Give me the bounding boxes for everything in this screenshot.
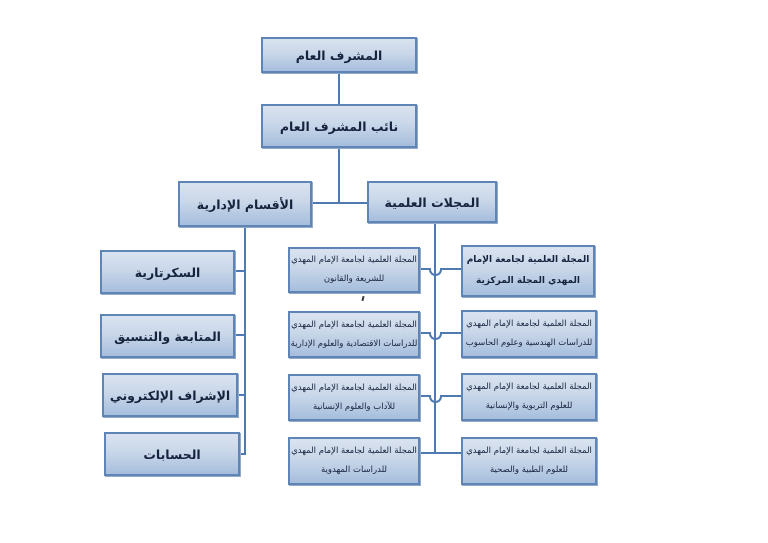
- node-label: نائب المشرف العام: [279, 118, 399, 134]
- node-label-line2: للآداب والعلوم الإنسانية: [312, 401, 396, 412]
- node-label-line2: للدراسات الاقتصادية والعلوم الإدارية: [290, 338, 418, 349]
- node-admin-sections: الأقسام الإدارية: [178, 181, 312, 227]
- node-label-line2: للعلوم التربوية والإنسانية: [485, 401, 573, 411]
- stray-tick: [361, 295, 365, 302]
- node-label-line1: المجلة العلمية لجامعة الإمام المهدي: [466, 382, 592, 392]
- node-label: المشرف العام: [295, 47, 383, 63]
- connector-journal-row1-left: [420, 268, 430, 270]
- node-label-line2: للدراسات المهدوية: [320, 465, 388, 475]
- node-label-line1: المجلة العلمية لجامعة الإمام المهدي: [291, 255, 417, 265]
- node-label: الحسابات: [143, 446, 201, 462]
- node-journal-education-humanities: المجلة العلمية لجامعة الإمام المهدي للعل…: [461, 373, 597, 421]
- connector-admin-trunk: [244, 227, 246, 455]
- connector-journal-row2-left: [420, 332, 430, 334]
- connector-deputy-branch: [338, 148, 340, 204]
- node-journal-economics-admin: المجلة العلمية لجامعة الإمام المهدي للدر…: [288, 311, 420, 358]
- node-journal-mahdist-studies: المجلة العلمية لجامعة الإمام المهدي للدر…: [288, 437, 420, 485]
- node-label-line2: للدراسات الهندسية وعلوم الحاسوب: [465, 338, 593, 348]
- connector-admin-stub-3: [237, 394, 244, 396]
- connector-journal-row2-hop: [429, 332, 442, 340]
- node-journal-arts-humanities: المجلة العلمية لجامعة الإمام المهدي للآد…: [288, 374, 420, 421]
- connector-admin-stub-4: [239, 453, 244, 455]
- node-label: المتابعة والتنسيق: [114, 328, 221, 344]
- node-scientific-journals: المجلات العلمية: [367, 181, 497, 223]
- node-label-line1: المجلة العلمية لجامعة الإمام المهدي: [466, 446, 592, 456]
- node-label-line1: المجلة العلمية لجامعة الإمام المهدي: [291, 319, 417, 330]
- node-journal-engineering-cs: المجلة العلمية لجامعة الإمام المهدي للدر…: [461, 310, 597, 358]
- node-label-line2: للعلوم الطبية والصحية: [489, 465, 569, 475]
- connector-journal-row3-hop: [429, 395, 442, 403]
- node-electronic-supervision: الإشراف الإلكتروني: [102, 373, 238, 417]
- node-accounts: الحسابات: [104, 432, 240, 476]
- node-label: المجلات العلمية: [384, 194, 480, 210]
- node-general-supervisor: المشرف العام: [261, 37, 417, 73]
- connector-journal-row2-right: [441, 332, 461, 334]
- node-label-line2: للشريعة والقانون: [323, 274, 385, 284]
- node-label: الإشراف الإلكتروني: [109, 387, 231, 403]
- node-deputy-supervisor: نائب المشرف العام: [261, 104, 417, 148]
- node-journal-sharia-law: المجلة العلمية لجامعة الإمام المهدي للشر…: [288, 247, 420, 293]
- node-journal-medical-health: المجلة العلمية لجامعة الإمام المهدي للعل…: [461, 437, 597, 485]
- node-label-line1: المجلة العلمية لجامعة الإمام: [466, 255, 590, 265]
- connector-root-deputy: [338, 73, 340, 106]
- connector-journal-row4: [420, 452, 461, 454]
- connector-admin-stub-1: [234, 270, 244, 272]
- node-followup-coordination: المتابعة والتنسيق: [100, 314, 235, 358]
- connector-journal-row1-hop: [429, 268, 442, 276]
- node-label-line1: المجلة العلمية لجامعة الإمام المهدي: [466, 319, 592, 329]
- node-label-line2: المهدي المجلة المركزية: [475, 276, 581, 286]
- node-label-line1: المجلة العلمية لجامعة الإمام المهدي: [291, 446, 417, 456]
- node-journal-central: المجلة العلمية لجامعة الإمام المهدي المج…: [461, 245, 595, 297]
- connector-journal-row3-right: [441, 395, 461, 397]
- node-secretariat: السكرتارية: [100, 250, 235, 294]
- connector-journal-row3-left: [420, 395, 430, 397]
- node-label: السكرتارية: [134, 264, 201, 280]
- node-label: الأقسام الإدارية: [196, 196, 294, 212]
- node-label-line1: المجلة العلمية لجامعة الإمام المهدي: [291, 382, 417, 393]
- connector-branch-horizontal: [311, 202, 368, 204]
- connector-admin-stub-2: [234, 334, 244, 336]
- connector-journal-row1-right: [441, 268, 461, 270]
